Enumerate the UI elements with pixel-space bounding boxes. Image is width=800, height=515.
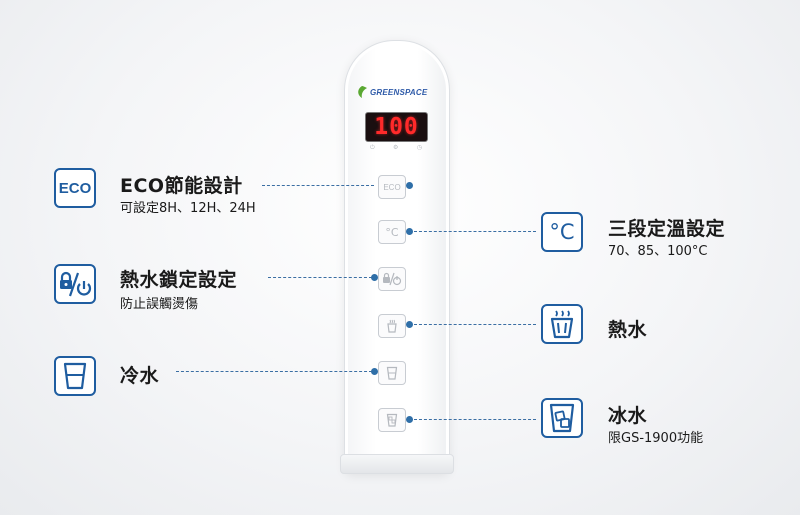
lock-power-icon (383, 272, 402, 286)
display-value: 100 (374, 114, 419, 140)
hot-water-cup-icon (550, 310, 574, 339)
ice-feature-icon (541, 398, 583, 438)
cold-connector-dot (371, 368, 378, 375)
hot-cup-icon (387, 319, 397, 333)
power-indicator-icon: ⏻ (370, 144, 375, 151)
timer-indicator-icon: ◷ (416, 144, 422, 151)
eco-connector-dot (406, 182, 413, 189)
panel-celsius-button[interactable]: °C (378, 220, 406, 244)
lock-feature-title: 熱水鎖定設定 (120, 269, 238, 291)
eco-feature-title: ECO節能設計 (120, 175, 243, 197)
cold-cup-icon (386, 366, 398, 380)
ice-connector-line (414, 419, 536, 420)
dispenser-panel-base (340, 454, 454, 474)
ice-cup-icon (386, 413, 398, 427)
ice-feature-title: 冰水 (608, 405, 648, 427)
cold-water-cup-icon (63, 362, 87, 390)
status-indicators: ⏻ ⚙ ◷ (370, 144, 422, 152)
temp-connector-dot (406, 228, 413, 235)
cold-feature-icon (54, 356, 96, 396)
lock-feature-icon (54, 264, 96, 304)
lock-connector-line (268, 277, 372, 278)
ice-water-cup-icon (549, 403, 575, 433)
cold-connector-line (176, 371, 372, 372)
panel-hot-water-button[interactable] (378, 314, 406, 338)
panel-ice-water-button[interactable] (378, 408, 406, 432)
hot-connector-line (414, 324, 536, 325)
temp-feature-subtitle: 70、85、100°C (608, 244, 708, 259)
panel-cold-water-button[interactable] (378, 361, 406, 385)
leaf-icon (358, 86, 367, 98)
hot-feature-icon (541, 304, 583, 344)
eco-connector-line (262, 185, 374, 186)
eco-feature-subtitle: 可設定8H、12H、24H (120, 201, 256, 216)
eco-feature-icon: ECO (54, 168, 96, 208)
hot-feature-title: 熱水 (608, 319, 648, 341)
hot-connector-dot (406, 321, 413, 328)
temp-feature-icon: °C (541, 212, 583, 252)
ice-connector-dot (406, 416, 413, 423)
settings-indicator-icon: ⚙ (393, 144, 399, 151)
panel-lock-button[interactable] (378, 267, 406, 291)
temperature-display: 100 (365, 112, 428, 142)
brand-name: GREENSPACE (370, 87, 428, 97)
brand-logo: GREENSPACE (356, 84, 436, 100)
lock-connector-dot (371, 274, 378, 281)
cold-feature-title: 冷水 (120, 365, 160, 387)
lock-power-icon (60, 271, 92, 297)
ice-feature-subtitle: 限GS-1900功能 (608, 431, 704, 446)
temp-feature-title: 三段定溫設定 (608, 218, 726, 240)
temp-connector-line (414, 231, 536, 232)
lock-feature-subtitle: 防止誤觸燙傷 (120, 297, 199, 312)
panel-eco-button[interactable]: ECO (378, 175, 406, 199)
